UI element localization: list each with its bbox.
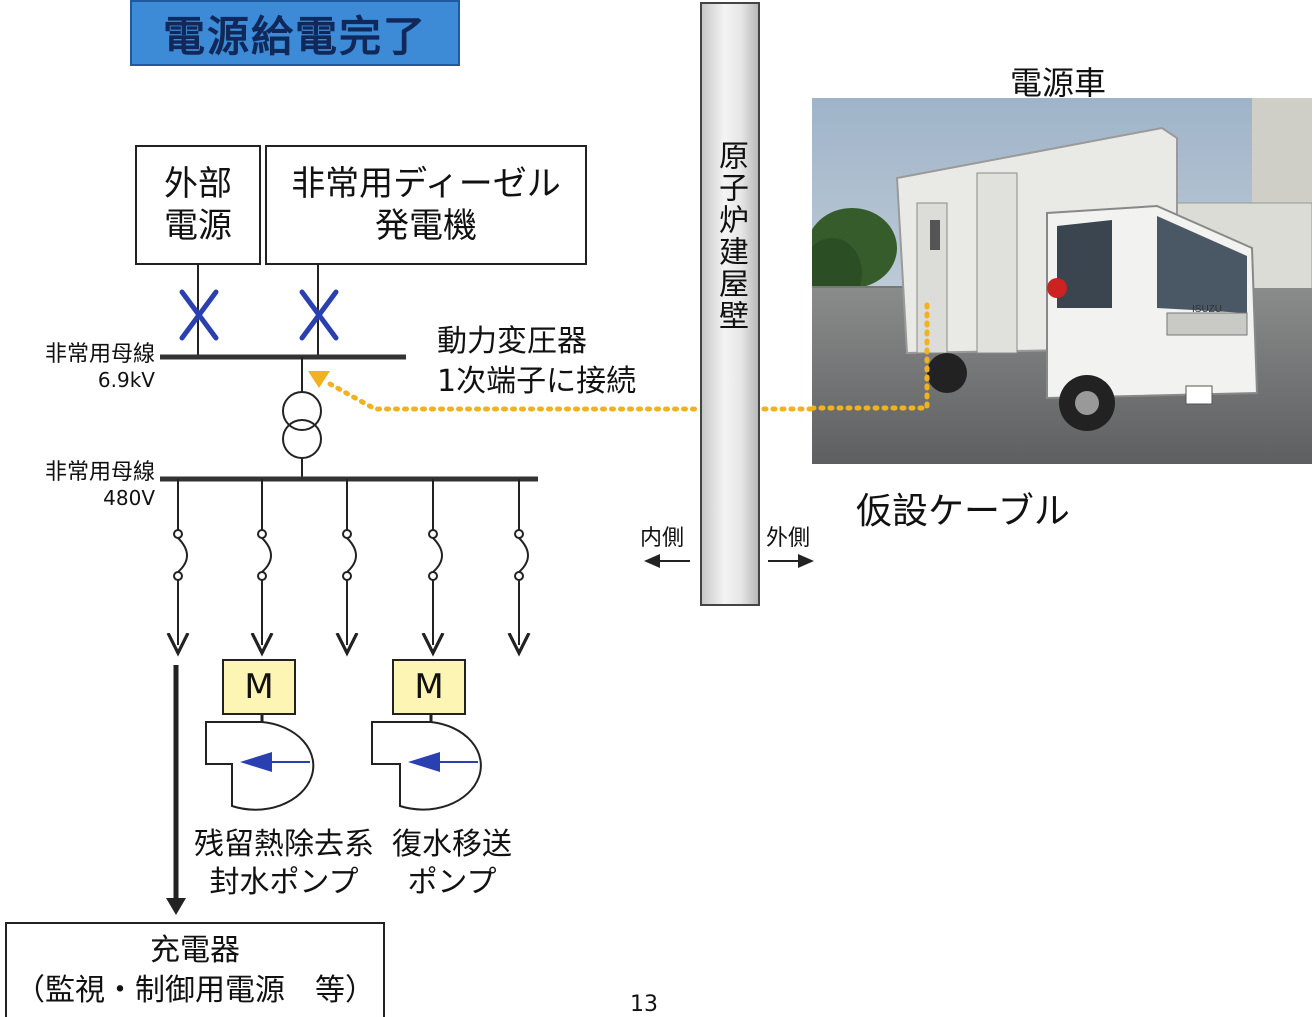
external-power-line2: 電源 xyxy=(164,206,232,246)
charger-line2: （監視・制御用電源 等） xyxy=(15,972,375,1008)
emergency-diesel-line2: 発電機 xyxy=(375,206,477,246)
page-number: 13 xyxy=(630,992,658,1017)
charger-line1: 充電器 xyxy=(150,932,240,968)
pump1-label: 残留熱除去系 封水ポンプ xyxy=(188,826,380,902)
inside-arrow-icon xyxy=(644,554,690,568)
truck-vent xyxy=(930,220,940,250)
cab-windshield xyxy=(1157,216,1247,313)
pump2-flow-arrow-icon xyxy=(408,752,478,772)
reactor-building-wall xyxy=(700,2,760,606)
bus-low-name: 非常用母線 xyxy=(44,460,155,485)
emergency-diesel-line1: 非常用ディーゼル xyxy=(291,163,561,204)
feeder-5 xyxy=(515,479,528,645)
power-truck-photo: ISUZU xyxy=(812,98,1312,464)
transformer-primary-coil xyxy=(282,391,322,431)
emergency-diesel-box: 非常用ディーゼル 発電機 xyxy=(265,145,587,265)
pump2-label-line1: 復水移送 xyxy=(392,827,512,862)
power-truck-label: 電源車 xyxy=(1010,64,1107,102)
external-power-line1: 外部 xyxy=(164,163,232,204)
motor-2-icon: M xyxy=(392,659,466,715)
bus-high-voltage: 6.9kV xyxy=(97,368,155,392)
feeder-3 xyxy=(343,479,356,645)
temporary-cable-inside xyxy=(327,381,700,412)
charger-feed-arrowhead xyxy=(166,898,186,915)
front-wheel-hub xyxy=(1075,391,1099,415)
feeder-2 xyxy=(258,479,271,645)
pump1-flow-arrow-icon xyxy=(240,752,310,772)
transformer-connection-line1: 動力変圧器 xyxy=(437,324,587,359)
truck-box-panel xyxy=(976,172,1018,354)
feeder-1 xyxy=(174,479,187,645)
transformer-connection-line2: 1次端子に接続 xyxy=(437,364,637,399)
bus-high-name: 非常用母線 xyxy=(44,342,155,367)
connection-point-icon xyxy=(308,371,330,388)
company-logo xyxy=(1047,278,1067,298)
pump1-label-line1: 残留熱除去系 xyxy=(194,827,374,862)
cab-side-window xyxy=(1057,220,1112,308)
motor-1-icon: M xyxy=(222,659,296,715)
rear-wheel xyxy=(927,353,967,393)
title-banner: 電源給電完了 xyxy=(130,0,460,66)
pump2-label-line2: ポンプ xyxy=(407,865,497,900)
page-title: 電源給電完了 xyxy=(162,11,427,61)
truck-brand: ISUZU xyxy=(1192,304,1222,315)
bus-low-voltage: 480V xyxy=(103,486,155,510)
feeder-4 xyxy=(429,479,442,645)
pump1-label-line2: 封水ポンプ xyxy=(209,865,359,900)
cable-in-photo xyxy=(812,300,930,411)
temporary-cable-label: 仮設ケーブル xyxy=(856,491,1070,532)
external-power-box: 外部 電源 xyxy=(135,145,261,265)
reactor-building-wall-label: 原子炉建屋壁 xyxy=(713,140,748,332)
license-plate xyxy=(1185,385,1213,405)
background-building xyxy=(1252,98,1312,208)
outside-arrow-icon xyxy=(768,554,814,568)
transformer-secondary-coil xyxy=(282,419,322,459)
outside-label: 外側 xyxy=(766,526,811,551)
transformer-connection-label: 動力変圧器 1次端子に接続 xyxy=(437,322,636,402)
charger-box: 充電器 （監視・制御用電源 等） xyxy=(5,922,385,1017)
diesel-breaker-open-icon xyxy=(299,289,339,341)
pump2-label: 復水移送 ポンプ xyxy=(384,826,520,902)
truck-grille xyxy=(1166,312,1248,336)
external-power-breaker-open-icon xyxy=(179,289,219,341)
inside-label: 内側 xyxy=(640,526,685,551)
